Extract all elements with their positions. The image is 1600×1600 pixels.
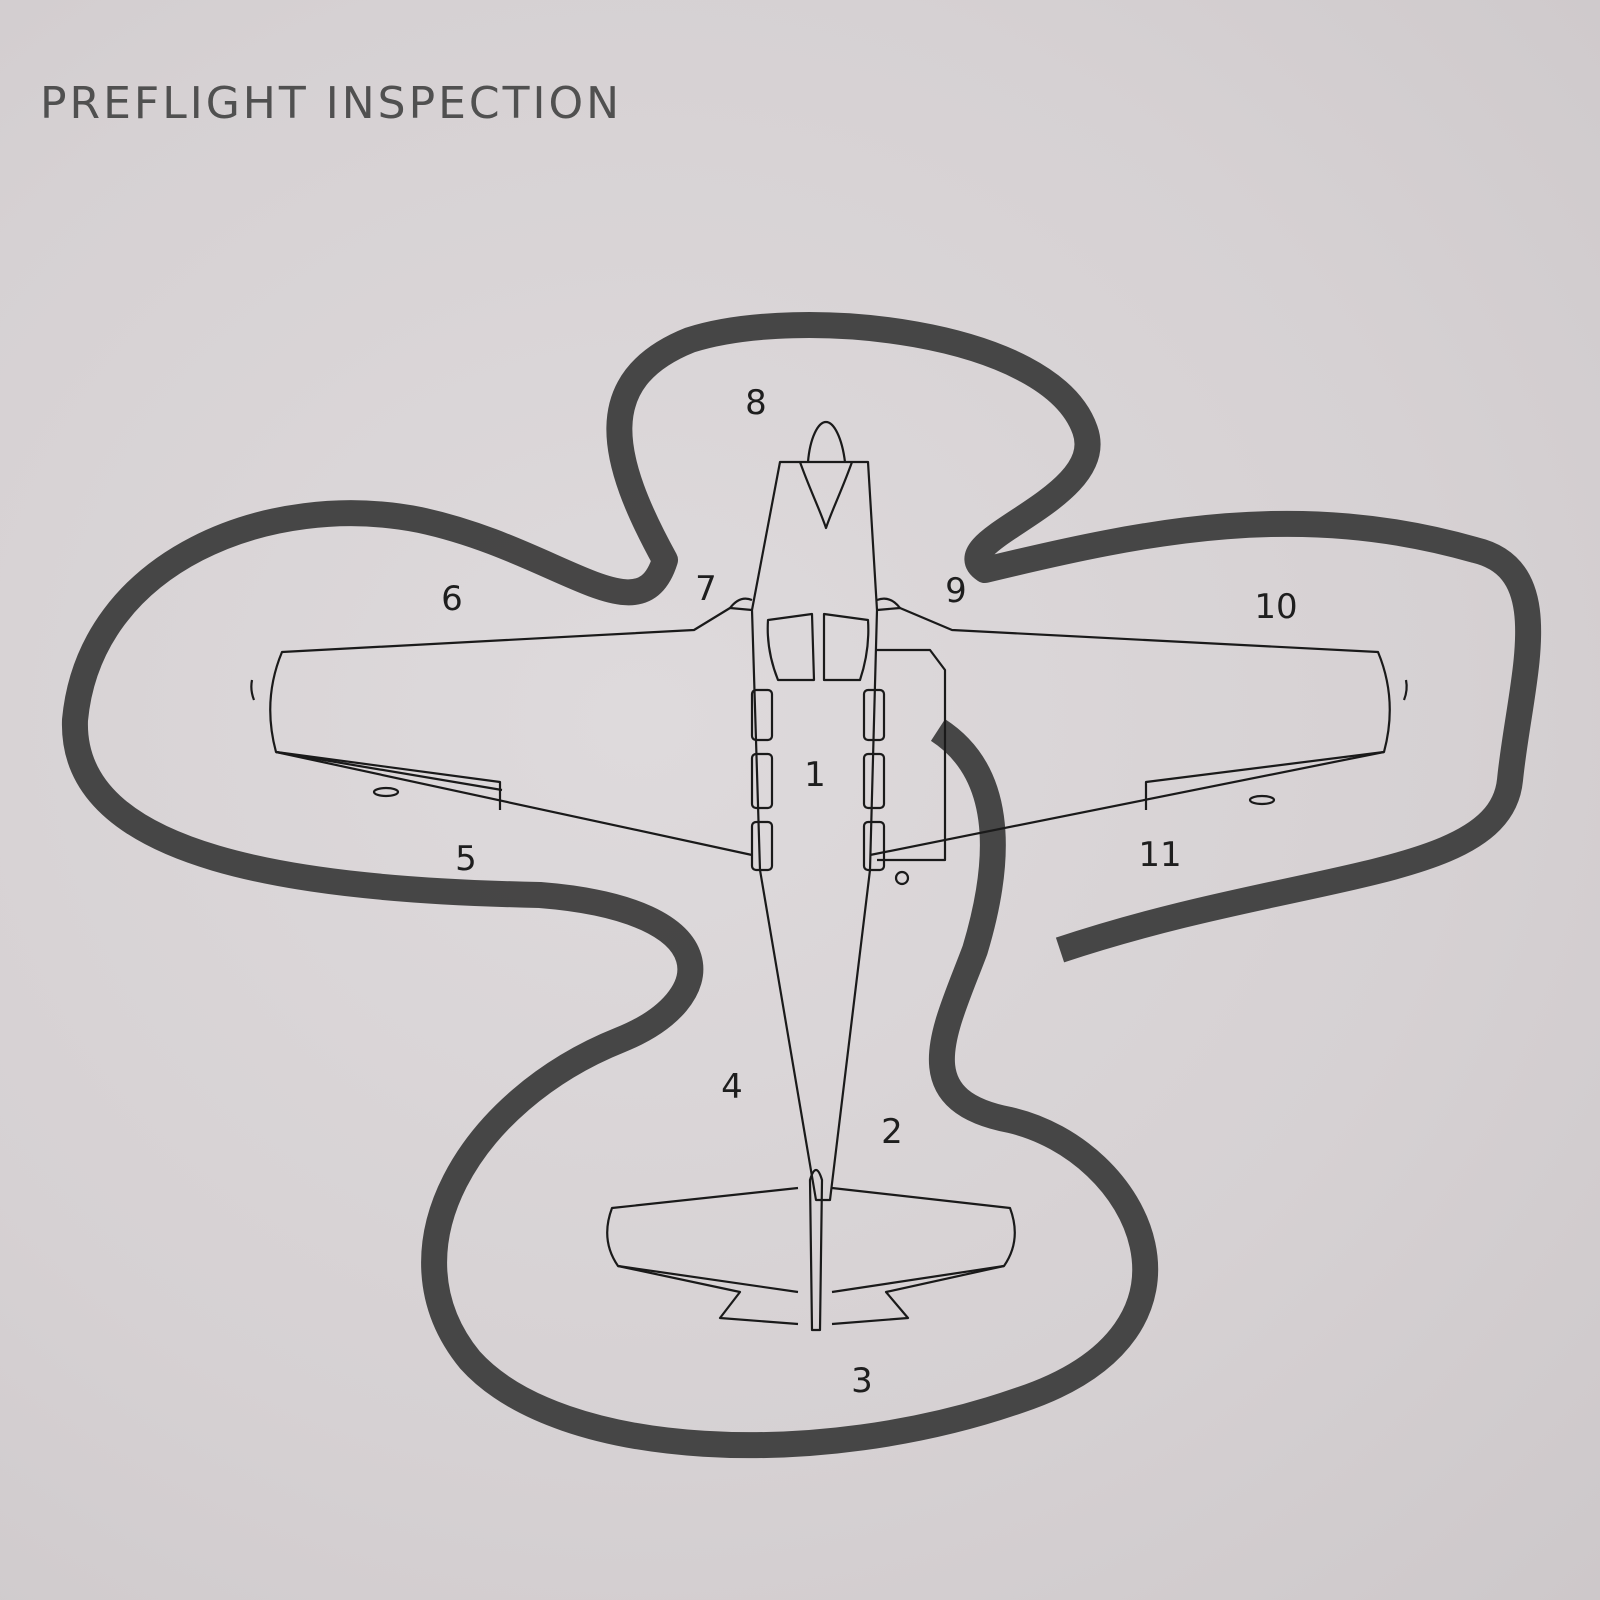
station-label: 1 [804, 755, 826, 795]
station-label: 7 [695, 569, 717, 609]
station-label: 5 [455, 839, 477, 879]
station-label: 11 [1138, 835, 1181, 875]
windshield [766, 612, 816, 682]
station-label: 6 [441, 579, 463, 619]
walkaround-path [61, 312, 1542, 1459]
left-aileron [275, 750, 502, 810]
station-label: 8 [745, 383, 767, 423]
right-aileron [1144, 750, 1385, 810]
page-title: PREFLIGHT INSPECTION [40, 78, 623, 129]
right-wing [869, 606, 1391, 857]
station-label: 2 [881, 1112, 903, 1152]
left-wing [269, 606, 753, 857]
station-label: 3 [851, 1361, 873, 1401]
right-elevator [831, 1264, 1005, 1326]
station-labels: 1 2 3 4 5 6 7 8 9 10 11 [441, 383, 1297, 1401]
left-wing-strut-fairing [729, 597, 753, 609]
station-label: 4 [721, 1067, 743, 1107]
horizontal-stabilizer [606, 1186, 1016, 1294]
left-elevator [617, 1264, 799, 1326]
airplane-top-view [250, 420, 1408, 1332]
station-label: 10 [1254, 587, 1297, 627]
propeller-spinner [806, 420, 847, 463]
nose-cowl [798, 461, 854, 530]
vertical-fin [808, 1168, 824, 1332]
fuselage [750, 460, 879, 1202]
station-label: 9 [945, 571, 967, 611]
